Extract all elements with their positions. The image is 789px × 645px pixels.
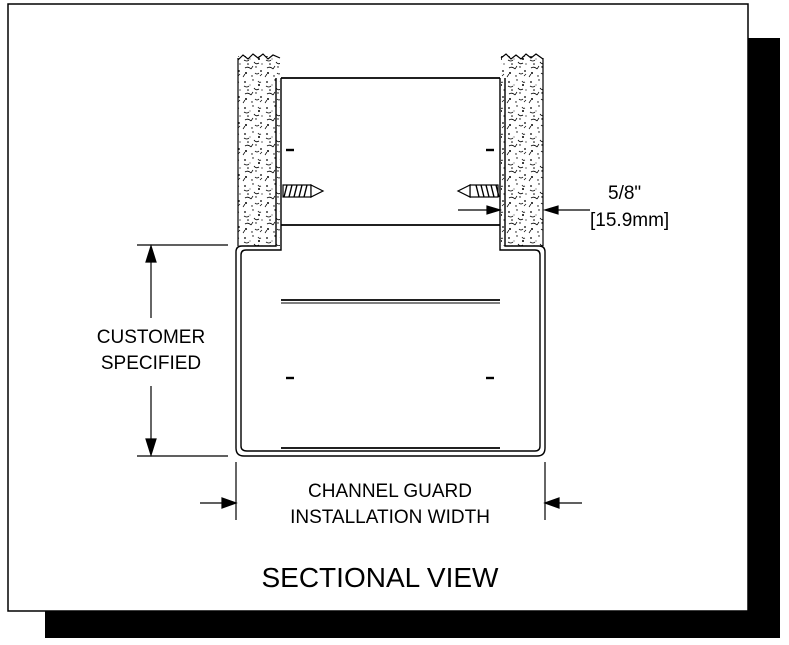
width-label-line1: CHANNEL GUARD xyxy=(308,481,472,502)
left-screw-icon xyxy=(282,184,325,198)
offset-dimension xyxy=(458,205,590,215)
drawing-title: SECTIONAL VIEW xyxy=(261,562,499,593)
guard-panels xyxy=(281,77,500,449)
offset-label-metric: [15.9mm] xyxy=(590,210,669,231)
width-dimension xyxy=(200,462,582,520)
left-wall xyxy=(237,53,281,246)
channel-guard-profile xyxy=(235,78,546,457)
right-screw-icon xyxy=(456,184,500,198)
width-label-line2: INSTALLATION WIDTH xyxy=(290,507,490,528)
height-label-line1: CUSTOMER xyxy=(97,327,205,348)
sheet-border xyxy=(7,3,749,612)
offset-label-fraction: 5/8" xyxy=(608,183,641,204)
right-wall xyxy=(500,53,544,246)
height-dimension xyxy=(137,243,228,458)
height-label-line2: SPECIFIED xyxy=(101,353,201,374)
